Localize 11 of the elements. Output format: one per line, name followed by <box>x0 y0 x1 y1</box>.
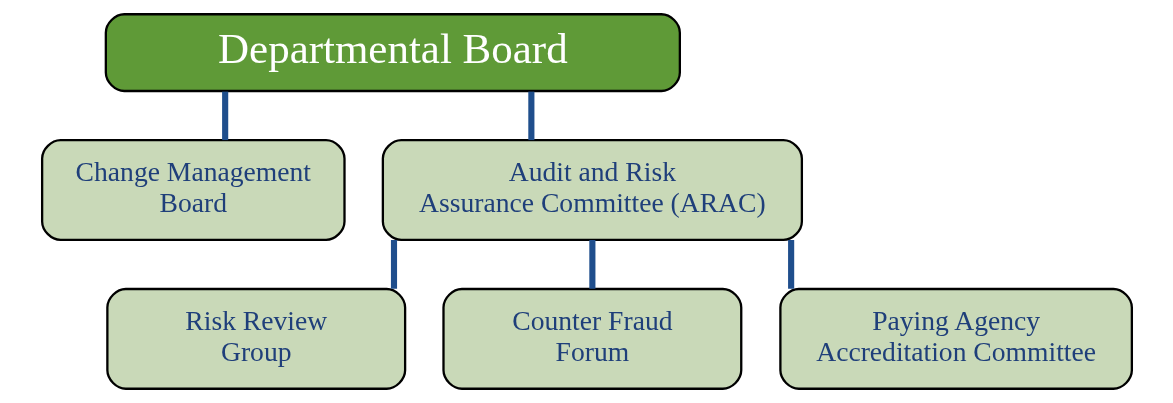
node-box: Change Management Board <box>40 138 346 241</box>
connector <box>390 240 397 289</box>
node-box: Audit and Risk Assurance Committee (ARAC) <box>381 138 803 241</box>
connector <box>221 91 228 141</box>
node-box: Paying Agency Accreditation Committee <box>778 287 1133 390</box>
node-box: Risk Review Group <box>105 287 406 390</box>
connector <box>588 240 595 289</box>
node-box: Departmental Board <box>104 13 681 93</box>
connector <box>787 240 794 289</box>
node-box: Counter Fraud Forum <box>441 287 742 390</box>
connector <box>527 91 534 141</box>
